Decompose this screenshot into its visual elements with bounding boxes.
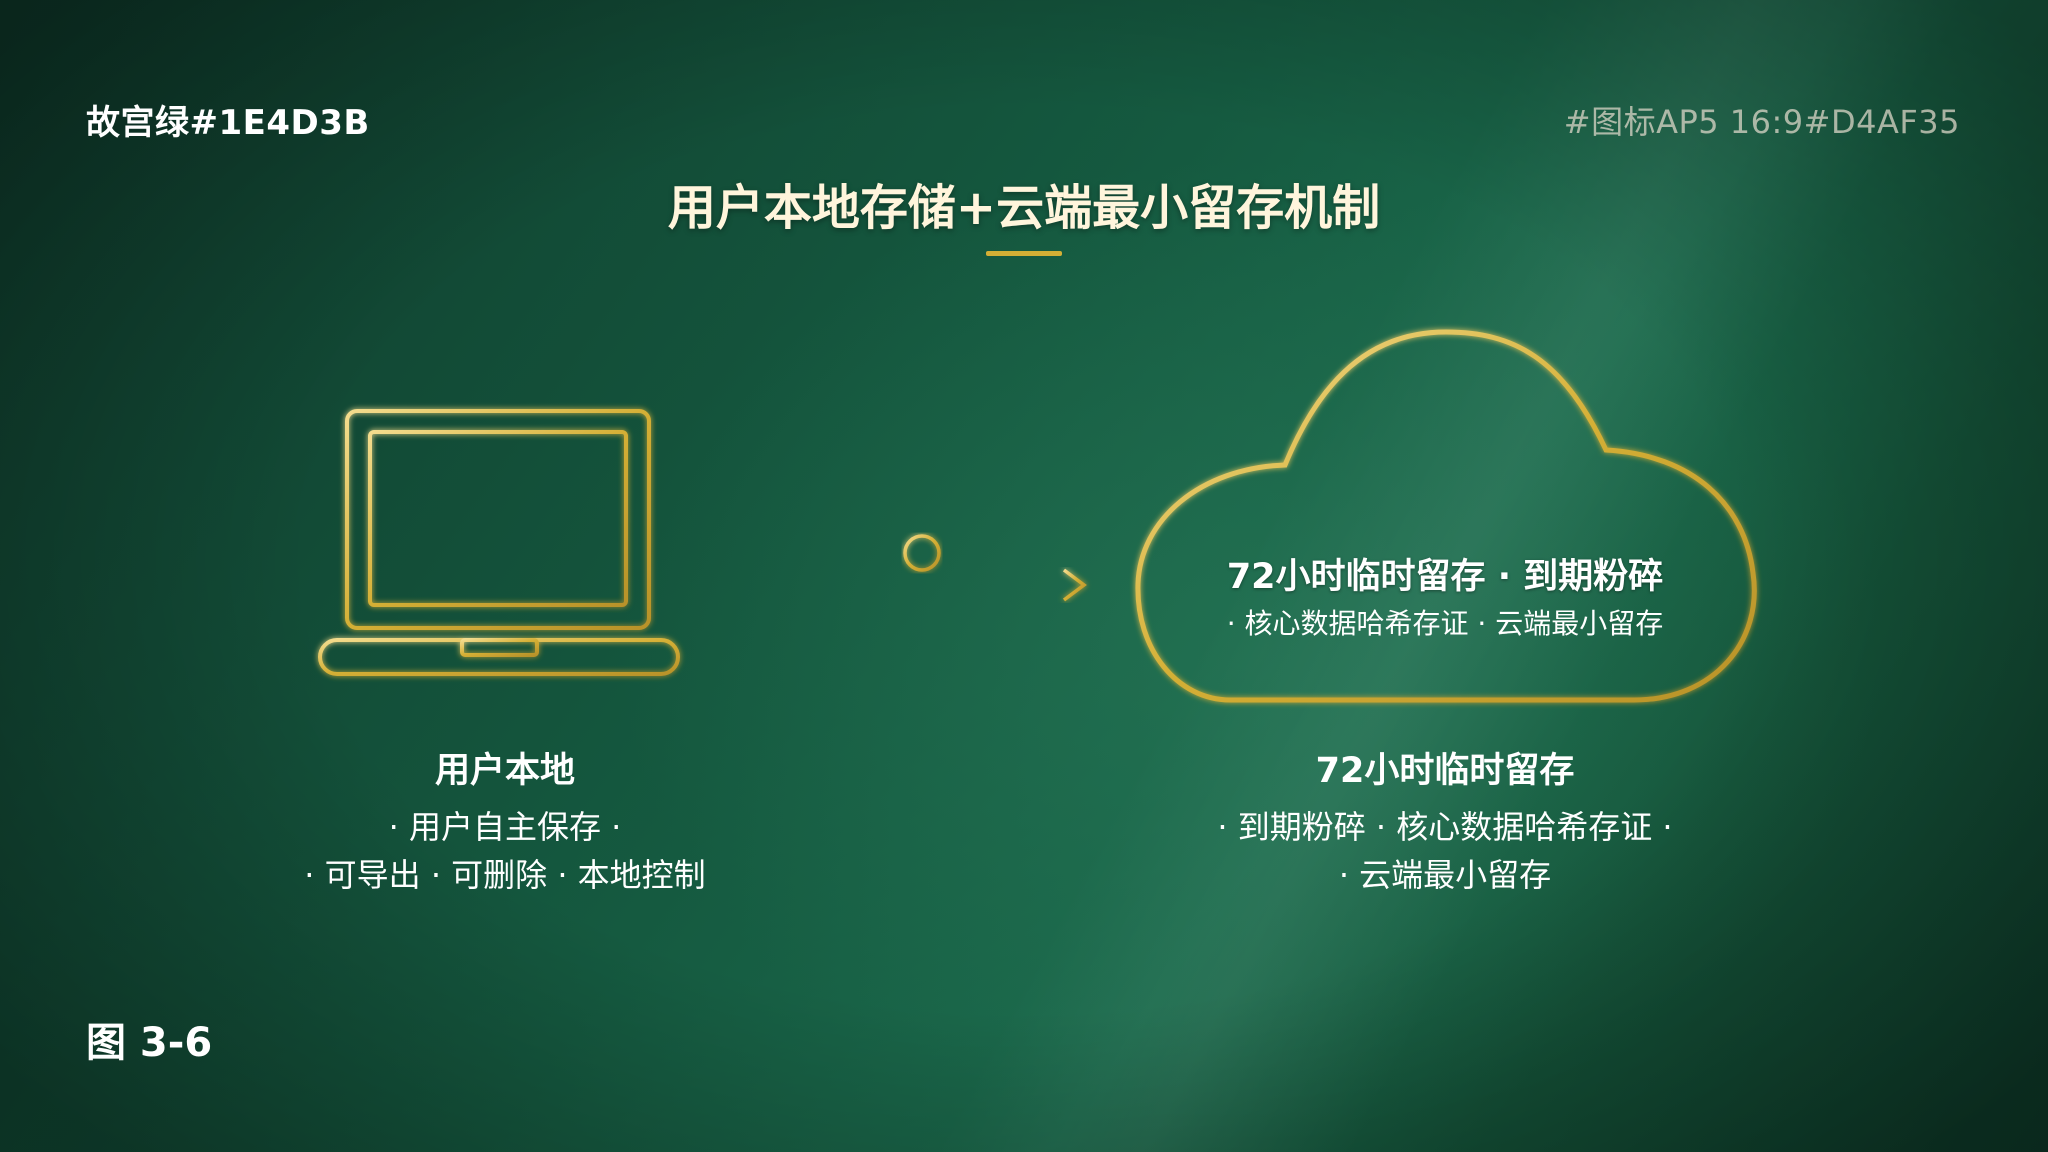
cloud-subtitle: · 核心数据哈希存证 · 云端最小留存 — [1226, 607, 1664, 640]
laptop-icon — [318, 409, 680, 676]
right-caption-line-1: · 到期粉碎 · 核心数据哈希存证 · — [1217, 808, 1673, 846]
arrow-right-icon — [737, 568, 1087, 602]
cloud-title: 72小时临时留存 · 到期粉碎 — [1226, 557, 1664, 597]
figure-label: 图 3-6 — [86, 1020, 213, 1066]
left-caption: 用户本地 · 用户自主保存 · · 可导出 · 可删除 · 本地控制 — [230, 742, 780, 899]
right-caption-line-2: · 云端最小留存 — [1338, 856, 1552, 894]
right-caption: 72小时临时留存 · 到期粉碎 · 核心数据哈希存证 · · 云端最小留存 — [1130, 742, 1760, 899]
right-caption-title: 72小时临时留存 — [1315, 751, 1575, 791]
page-title: 用户本地存储+云端最小留存机制 — [667, 180, 1381, 236]
title-underline — [986, 251, 1062, 256]
color-label: 故宫绿#1E4D3B — [86, 103, 370, 143]
format-label: #图标AP5 16:9#D4AF35 — [1563, 103, 1960, 141]
left-caption-line-1: · 用户自主保存 · — [388, 808, 622, 846]
circle-node-icon — [903, 534, 941, 572]
left-caption-line-2: · 可导出 · 可删除 · 本地控制 — [304, 856, 706, 894]
cloud-icon — [1135, 329, 1757, 703]
left-caption-title: 用户本地 — [434, 751, 575, 791]
